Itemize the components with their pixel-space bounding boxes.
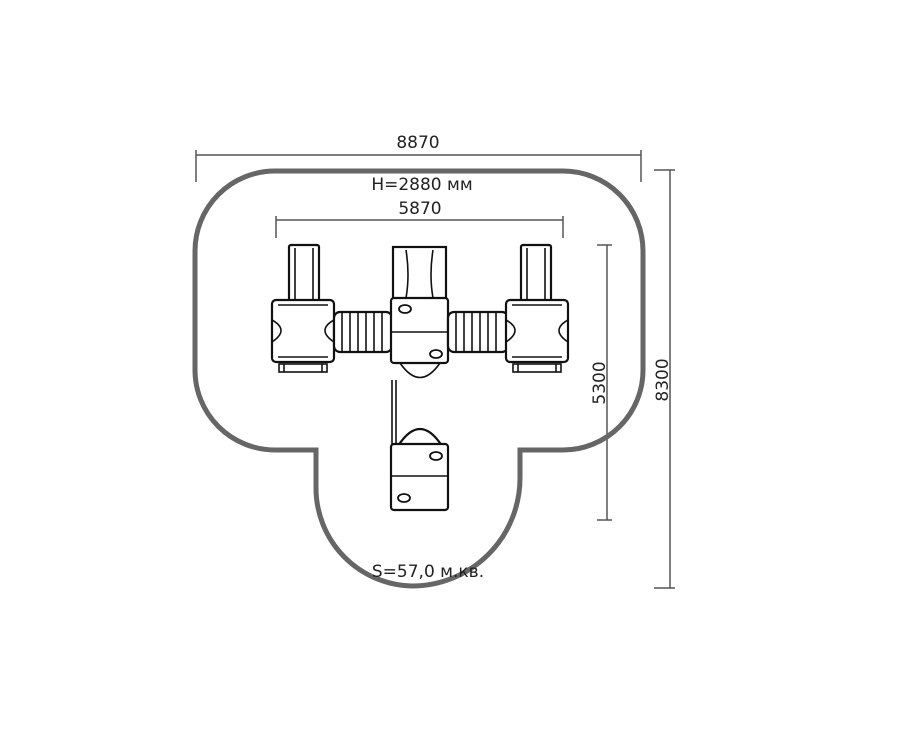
overall-width-dimension: 8870 (195, 133, 642, 182)
central-tower (389, 245, 450, 379)
overall-width-label: 8870 (396, 133, 439, 153)
inner-width-dimension: 5870 (275, 199, 564, 238)
left-tunnel (332, 310, 394, 354)
area-label: S=57,0 м.кв. (372, 562, 484, 582)
inner-width-label: 5870 (398, 199, 441, 219)
inner-height-label: 5300 (590, 361, 610, 404)
connecting-bridge (391, 380, 397, 448)
left-tower (270, 243, 336, 373)
inner-height-dimension: 5300 (590, 244, 612, 521)
right-tower (504, 243, 570, 373)
height-label: H=2880 мм (371, 175, 472, 195)
overall-height-label: 8300 (653, 358, 673, 401)
right-tunnel (446, 310, 510, 354)
safety-zone-outline (192, 168, 646, 589)
lower-tower (389, 428, 450, 512)
overall-height-dimension: 8300 (653, 169, 675, 589)
